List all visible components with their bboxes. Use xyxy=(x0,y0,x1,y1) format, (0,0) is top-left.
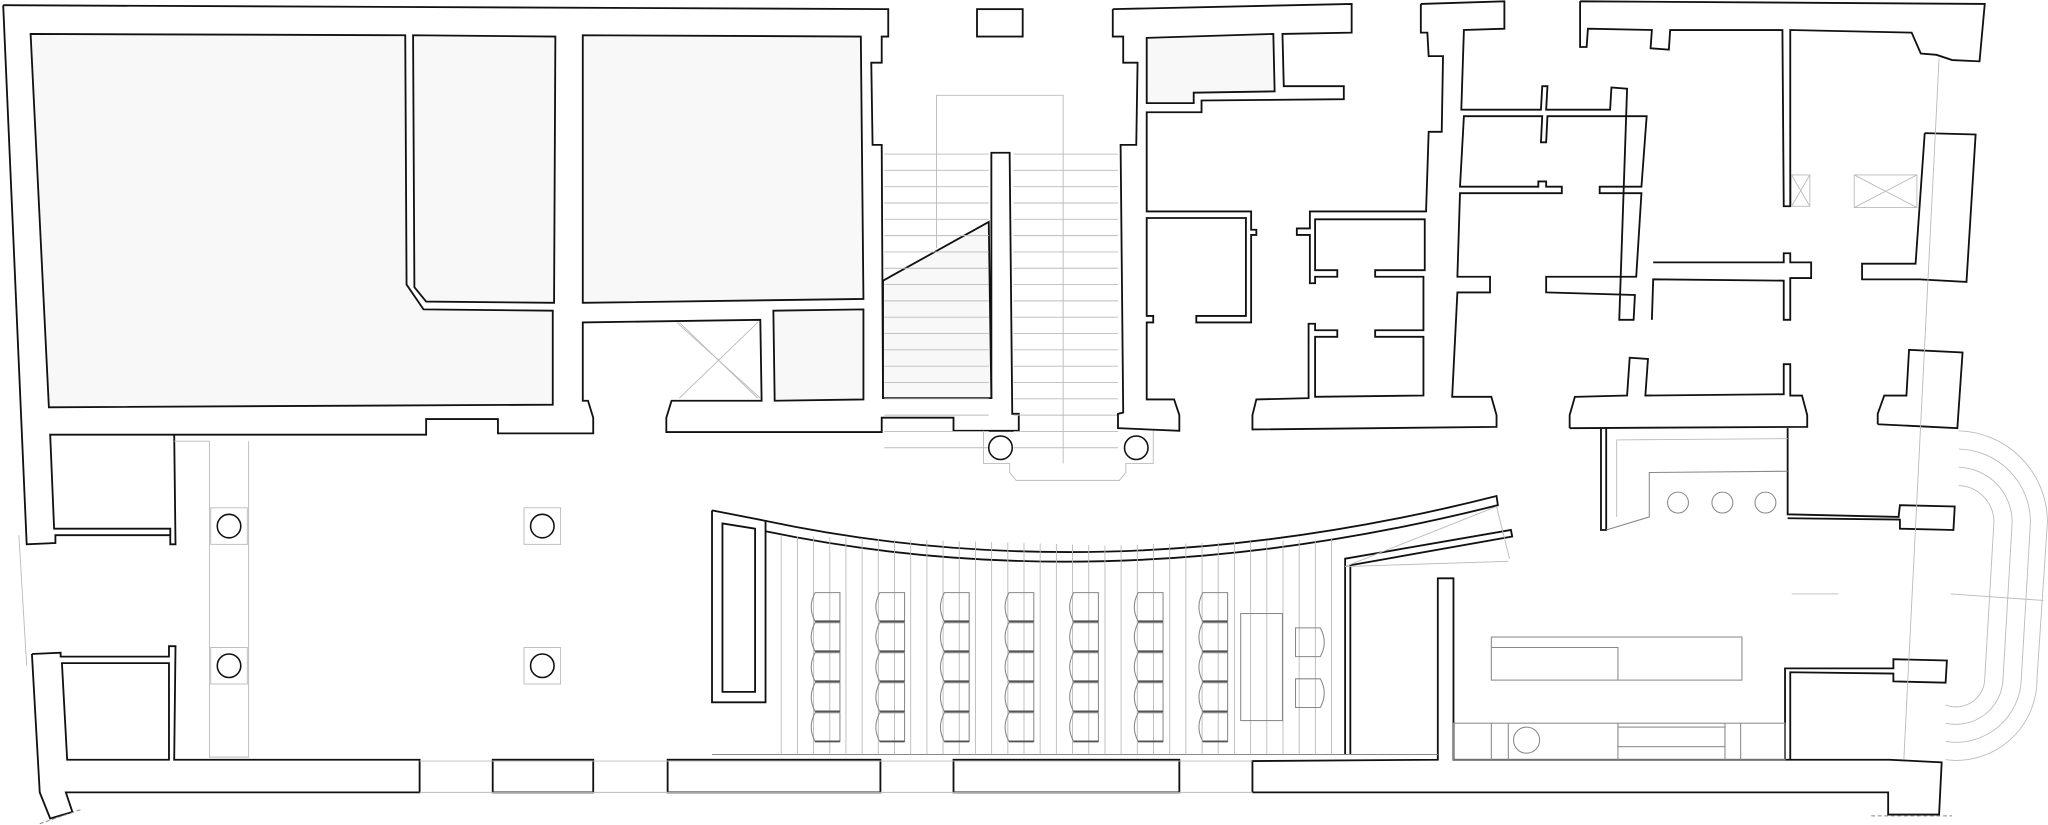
room-hall-3 xyxy=(581,34,865,304)
chair xyxy=(810,622,841,652)
column-base xyxy=(210,507,248,545)
chair xyxy=(1004,682,1035,712)
round-fixture xyxy=(1711,491,1734,514)
chair xyxy=(1004,712,1035,742)
chair xyxy=(875,622,906,652)
chair xyxy=(875,592,906,622)
chair xyxy=(1004,592,1035,622)
chair xyxy=(1133,712,1164,742)
chair xyxy=(1004,652,1035,682)
chair xyxy=(1133,682,1164,712)
stair-treads xyxy=(884,153,1118,449)
room-hall-2 xyxy=(412,34,557,304)
chair xyxy=(875,652,906,682)
chair xyxy=(1133,592,1164,622)
cafe-counter xyxy=(1490,636,1743,681)
chair xyxy=(1069,622,1099,652)
round-fixture xyxy=(1667,491,1689,514)
chair xyxy=(1198,712,1229,742)
chair xyxy=(1069,592,1099,622)
chair xyxy=(1133,622,1164,652)
column-base xyxy=(210,647,248,685)
entry-box xyxy=(976,8,1024,38)
chair xyxy=(810,712,841,742)
chair xyxy=(1198,622,1229,652)
chair xyxy=(1069,682,1099,712)
column xyxy=(529,513,555,539)
stair-landing xyxy=(882,220,993,400)
chair xyxy=(1198,592,1229,622)
column xyxy=(216,653,242,679)
round-fixture xyxy=(1754,491,1777,514)
room-office xyxy=(1145,32,1276,105)
chair xyxy=(1294,678,1325,709)
chair xyxy=(1069,712,1099,742)
chair xyxy=(810,682,841,712)
chair xyxy=(1004,622,1035,652)
chair xyxy=(939,622,970,652)
column xyxy=(216,513,242,539)
chair xyxy=(810,592,841,622)
chair xyxy=(1294,627,1325,658)
chair xyxy=(1198,652,1229,682)
chair xyxy=(939,712,970,742)
room-hall-1 xyxy=(29,33,554,409)
chair xyxy=(875,712,906,742)
chair xyxy=(939,652,970,682)
chair xyxy=(875,682,906,712)
column-base xyxy=(523,507,562,545)
chair xyxy=(1198,682,1229,712)
chair xyxy=(939,592,970,622)
column xyxy=(1123,435,1149,461)
room-small xyxy=(772,308,865,402)
chair xyxy=(939,682,970,712)
auditorium xyxy=(711,494,1786,761)
south-wall xyxy=(18,440,1953,825)
west-wing xyxy=(2,4,1154,546)
lectern-table xyxy=(1240,613,1283,722)
column xyxy=(987,435,1014,461)
column-base xyxy=(523,647,562,685)
chair xyxy=(810,652,841,682)
chair xyxy=(1133,652,1164,682)
central-wing xyxy=(1111,0,1986,760)
chair xyxy=(1069,652,1099,682)
column xyxy=(529,653,555,679)
east-ramp xyxy=(1791,58,2048,761)
